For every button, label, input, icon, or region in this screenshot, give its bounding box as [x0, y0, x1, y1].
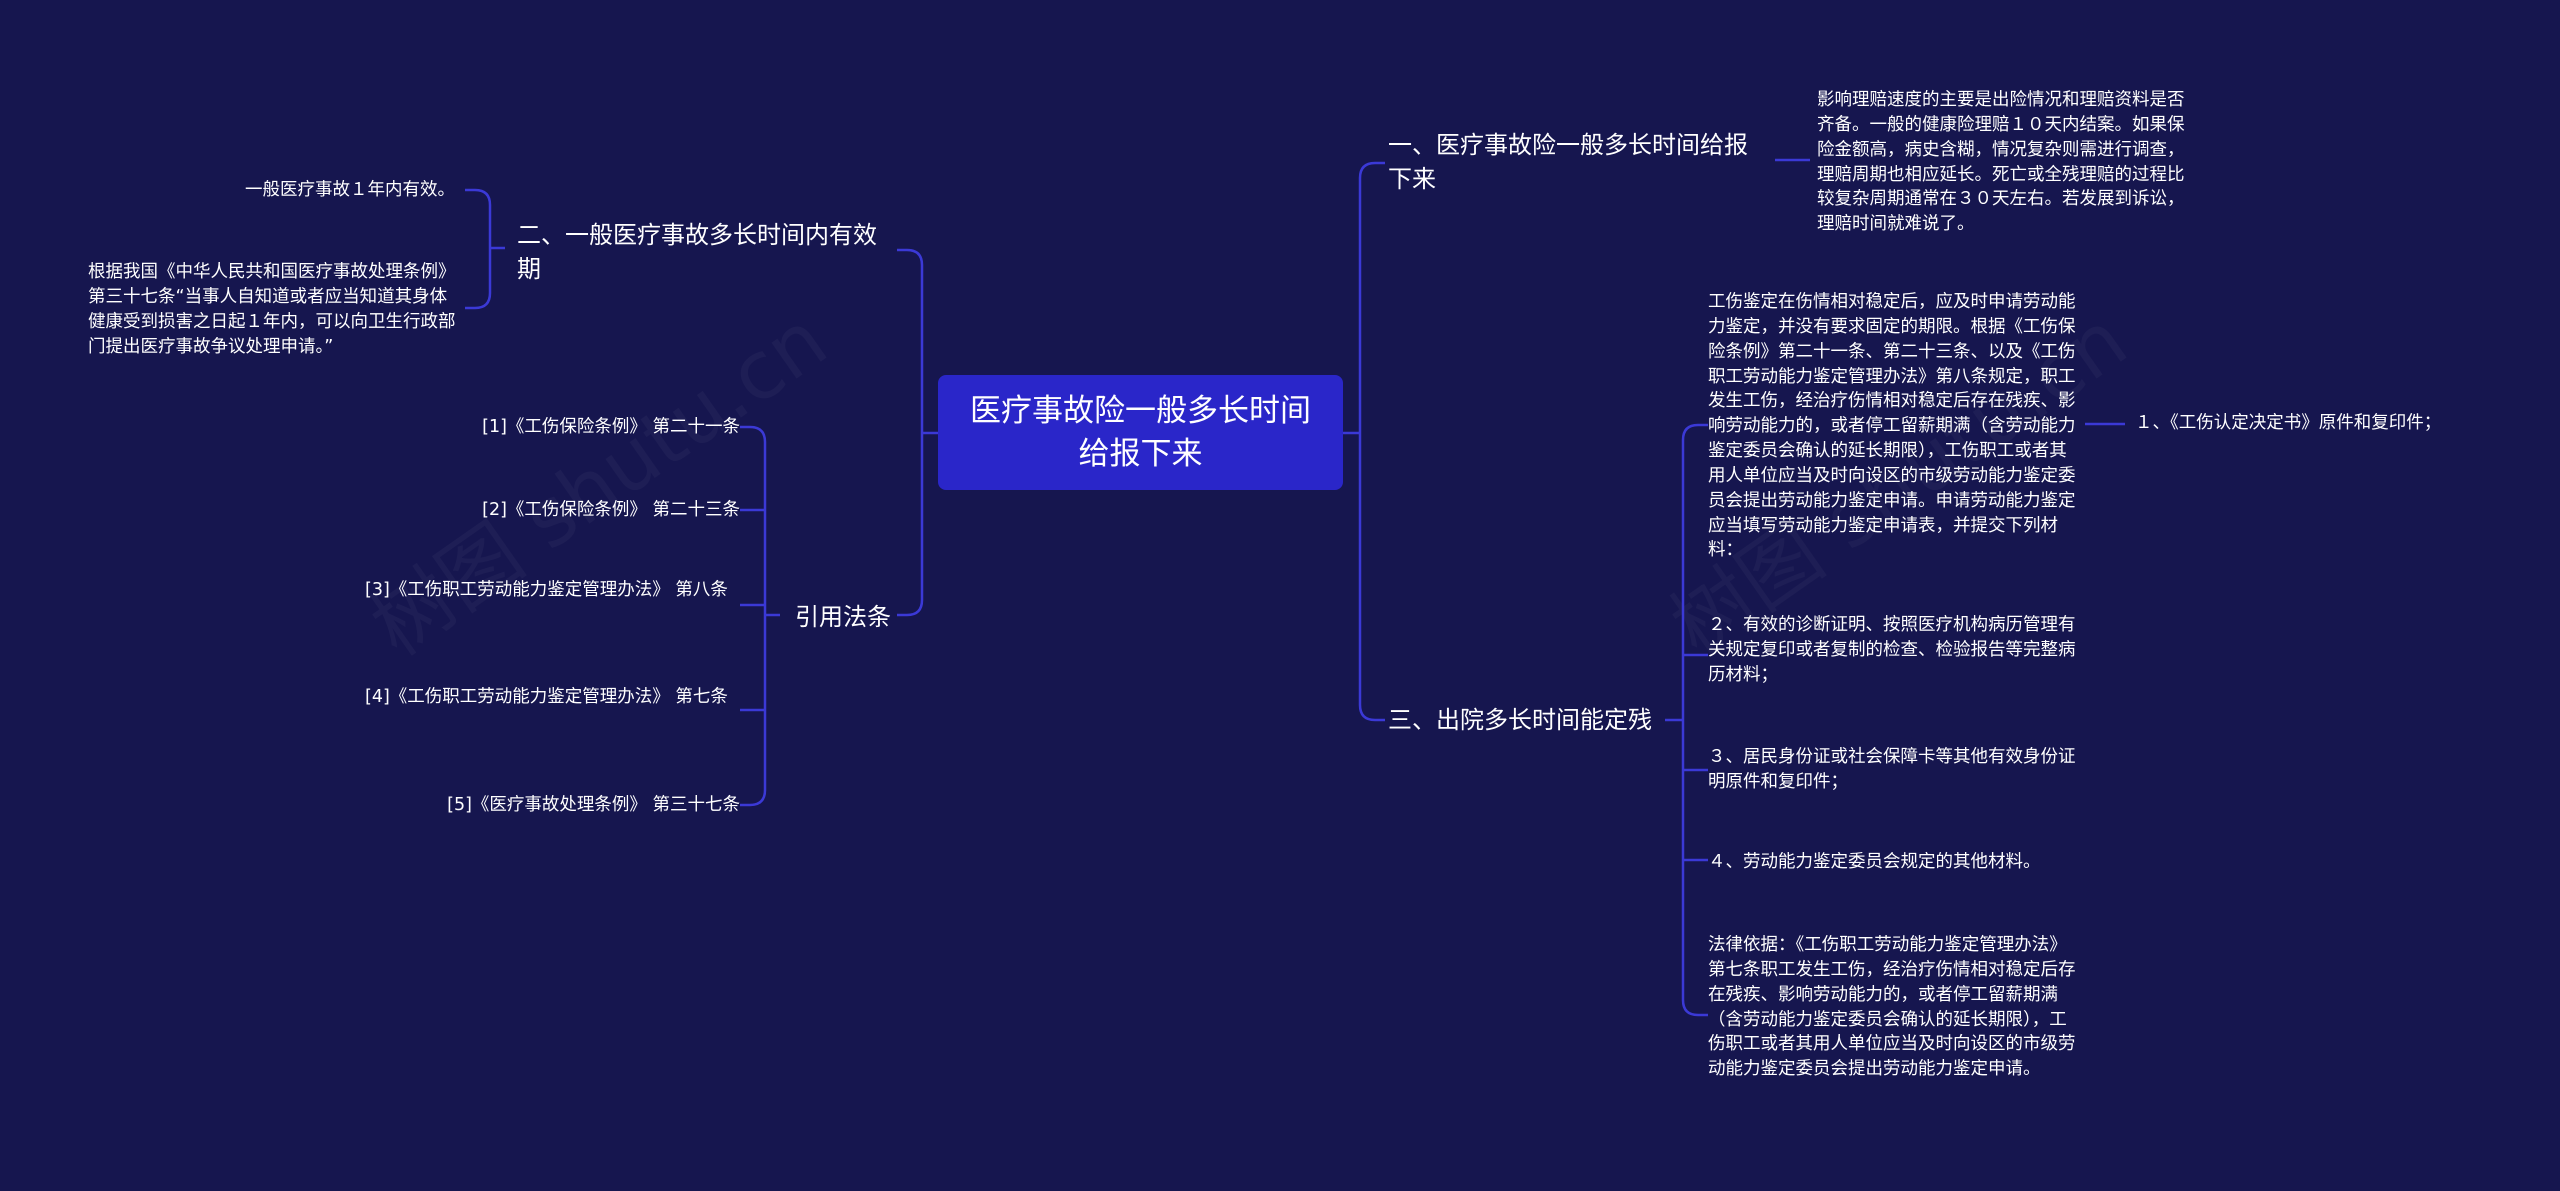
leaf-law-5[interactable]: [5]《医疗事故处理条例》 第三十七条 — [447, 795, 740, 815]
leaf-disability-5[interactable]: 法律依据：《工伤职工劳动能力鉴定管理办法》第七条职工发生工伤，经治疗伤情相对稳定… — [1708, 935, 2076, 1080]
leaf-disability-sub[interactable]: １、《工伤认定决定书》原件和复印件； — [2135, 413, 2442, 433]
branch-claim-title: 一、医疗事故险一般多长时间给报下来 — [1388, 131, 1748, 194]
root-topic[interactable]: 医疗事故险一般多长时间给报下来 — [938, 375, 1343, 490]
branch-law[interactable]: 引用法条 — [795, 600, 915, 634]
leaf-law-3[interactable]: [3]《工伤职工劳动能力鉴定管理办法》 第八条 — [365, 580, 728, 600]
branch-claim[interactable]: 一、医疗事故险一般多长时间给报下来 — [1388, 128, 1763, 196]
leaf-disability-2[interactable]: ２、有效的诊断证明、按照医疗机构病历管理有关规定复印或者复制的检查、检验报告等完… — [1708, 615, 2076, 685]
branch-validity[interactable]: 二、一般医疗事故多长时间内有效期 — [517, 218, 897, 286]
branch-disability-title: 三、出院多长时间能定残 — [1388, 706, 1652, 734]
root-title: 医疗事故险一般多长时间给报下来 — [970, 392, 1311, 472]
leaf-law-1[interactable]: [1]《工伤保险条例》 第二十一条 — [482, 417, 740, 437]
leaf-disability-3[interactable]: ３、居民身份证或社会保障卡等其他有效身份证明原件和复印件； — [1708, 747, 2076, 792]
leaf-disability-4[interactable]: ４、劳动能力鉴定委员会规定的其他材料。 — [1708, 852, 2041, 872]
leaf-validity-2[interactable]: 根据我国《中华人民共和国医疗事故处理条例》第三十七条“当事人自知道或者应当知道其… — [88, 262, 456, 357]
leaf-law-2[interactable]: [2]《工伤保险条例》 第二十三条 — [482, 500, 740, 520]
branch-law-title: 引用法条 — [795, 603, 891, 631]
leaf-law-4[interactable]: [4]《工伤职工劳动能力鉴定管理办法》 第七条 — [365, 687, 728, 707]
branch-disability[interactable]: 三、出院多长时间能定残 — [1388, 703, 1668, 737]
branch-validity-title: 二、一般医疗事故多长时间内有效期 — [517, 221, 877, 284]
leaf-claim-1[interactable]: 影响理赔速度的主要是出险情况和理赔资料是否齐备。一般的健康险理赔１０天内结案。如… — [1817, 90, 2185, 235]
leaf-validity-1[interactable]: 一般医疗事故１年内有效。 — [245, 180, 455, 200]
leaf-disability-1[interactable]: 工伤鉴定在伤情相对稳定后，应及时申请劳动能力鉴定，并没有要求固定的期限。根据《工… — [1708, 292, 2076, 561]
